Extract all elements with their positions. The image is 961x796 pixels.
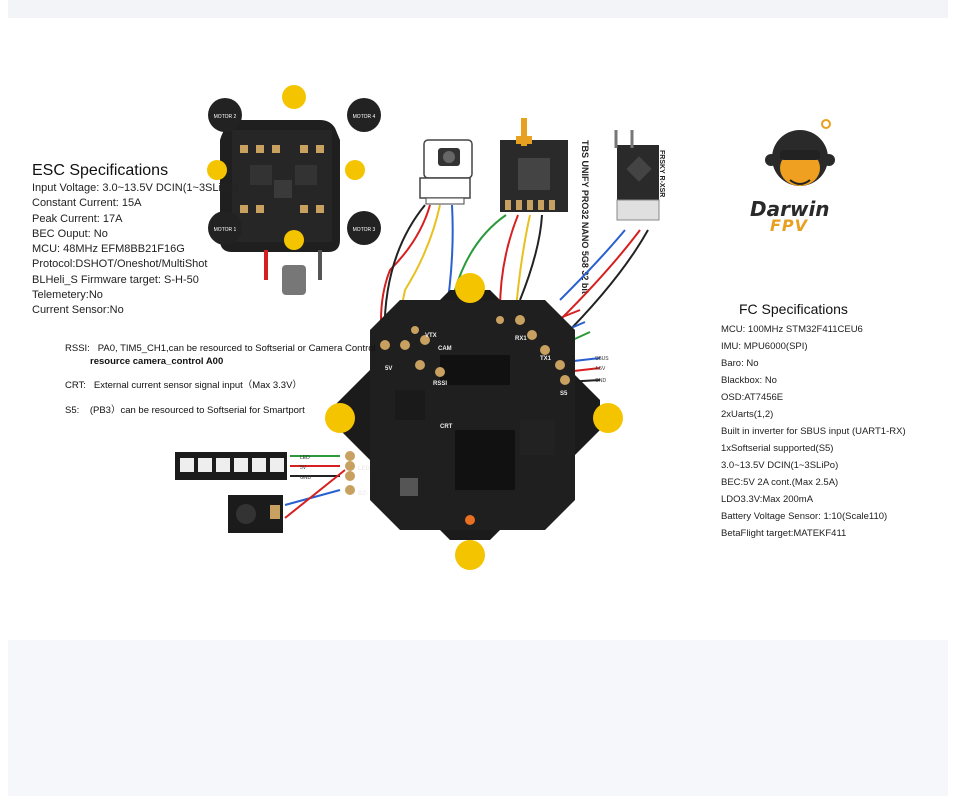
fc-spec-item: 1xSoftserial supported(S5) bbox=[721, 443, 834, 454]
rssi-note-text: PA0, TIM5_CH1,can be resourced to Softse… bbox=[97, 343, 376, 354]
esc-spec-list: Input Voltage: 3.0~13.5V DCIN(1~3SLiPo) … bbox=[32, 181, 238, 319]
esc-spec-item: Peak Current: 17A bbox=[32, 212, 123, 225]
fc-spec-item: MCU: 100MHz STM32F411CEU6 bbox=[721, 324, 863, 335]
rx-label: FRSKY R-XSR bbox=[658, 150, 665, 197]
pad-s5: S5 bbox=[560, 391, 568, 397]
rssi-note: RSSI: PA0, TIM5_CH1,can be resourced to … bbox=[65, 343, 376, 368]
motor4-label: MOTOR 4 bbox=[353, 114, 376, 120]
darwin-logo-mark bbox=[765, 119, 835, 186]
crt-note-label: CRT: bbox=[65, 380, 86, 391]
pad-crt: CRT bbox=[440, 424, 453, 430]
camera bbox=[419, 139, 473, 205]
fc-spec-item: 3.0~13.5V DCIN(1~3SLiPo) bbox=[721, 460, 839, 471]
top-bar bbox=[8, 0, 948, 18]
fc-spec-item: BEC:5V 2A cont.(Max 2.5A) bbox=[721, 477, 839, 488]
s5-note: S5: (PB3）can be resourced to Softserial … bbox=[65, 405, 305, 418]
buzzer bbox=[228, 495, 283, 533]
fc-spec-item: Baro: No bbox=[721, 358, 759, 369]
pad-rx1: RX1 bbox=[515, 336, 527, 342]
pad-5v: 5V bbox=[385, 366, 392, 372]
s5-note-label: S5: bbox=[65, 405, 80, 416]
fc-spec-item: IMU: MPU6000(SPI) bbox=[721, 341, 808, 352]
pad-vtx: VTX bbox=[425, 333, 437, 339]
gnd-wire-label: GND bbox=[595, 378, 607, 384]
rssi-note-bold: resource camera_control A00 bbox=[90, 355, 224, 367]
fc-spec-list: MCU: 100MHz STM32F411CEU6 IMU: MPU6000(S… bbox=[721, 321, 906, 542]
pad-led: LED bbox=[358, 466, 371, 472]
esc-spec-item: BEC Ouput: No bbox=[32, 227, 108, 240]
s5-note-text: (PB3）can be resourced to Softserial for … bbox=[89, 405, 305, 416]
crt-note-text: External current sensor signal input（Max… bbox=[93, 380, 302, 391]
fc-spec-item: Built in inverter for SBUS input (UART1-… bbox=[721, 426, 906, 437]
fc-board bbox=[325, 273, 623, 570]
pad-tx1: TX1 bbox=[540, 356, 552, 362]
pad-bz: BZ- bbox=[358, 491, 368, 497]
esc-spec-item: MCU: 48MHz EFM8BB21F16G bbox=[32, 243, 185, 256]
rx-module bbox=[614, 130, 660, 221]
esc-spec-item: Current Sensor:No bbox=[32, 304, 124, 317]
motor3-label: MOTOR 3 bbox=[353, 227, 376, 233]
motor2-label: MOTOR 2 bbox=[214, 114, 237, 120]
fc-spec-item: Blackbox: No bbox=[721, 375, 777, 386]
fc-spec-item: 2xUarts(1,2) bbox=[721, 409, 774, 420]
fc-spec-item: Battery Voltage Sensor: 1:10(Scale110) bbox=[721, 511, 888, 522]
vtx-label: TBS UNIFY PRO32 NANO 5G8 32 bit bbox=[580, 140, 590, 294]
esc-spec-item: BLHeli_S Firmware target: S-H-50 bbox=[32, 273, 199, 286]
fc-spec-item: BetaFlight target:MATEKF411 bbox=[721, 528, 847, 539]
rssi-note-label: RSSI: bbox=[65, 343, 90, 354]
led-gnd-label: GND bbox=[300, 475, 312, 481]
vtx-module bbox=[500, 118, 568, 212]
fc-spec-item: LDO3.3V:Max 200mA bbox=[721, 494, 814, 505]
esc-spec-item: Protocol:DSHOT/Oneshot/MultiShot bbox=[32, 258, 208, 271]
pad-rssi: RSSI bbox=[433, 381, 447, 387]
fc-spec-item: OSD:AT7456E bbox=[721, 392, 784, 403]
motor1-label: MOTOR 1 bbox=[214, 227, 237, 233]
esc-board bbox=[207, 85, 381, 295]
esc-spec-item: Telemetery:No bbox=[32, 289, 103, 302]
led-strip bbox=[175, 452, 287, 480]
esc-spec-item: Constant Current: 15A bbox=[32, 197, 142, 210]
esc-spec-item: Input Voltage: 3.0~13.5V DCIN(1~3SLiPo) bbox=[32, 182, 239, 194]
bottom-panel bbox=[8, 640, 948, 796]
led-wire-label: LED bbox=[300, 455, 310, 461]
fc-spec-title: FC Specifications bbox=[739, 301, 848, 317]
sbus-wire-label: SBUS bbox=[595, 356, 609, 362]
crt-note: CRT: External current sensor signal inpu… bbox=[65, 380, 302, 393]
pad-cam: CAM bbox=[438, 346, 452, 352]
logo-sub: FPV bbox=[770, 216, 809, 235]
esc-spec-title: ESC Specifications bbox=[32, 162, 169, 179]
v45-wire-label: 4.5V bbox=[595, 366, 606, 372]
led-5v-label: 5V bbox=[300, 465, 307, 471]
logo-name: Darwin bbox=[750, 197, 830, 221]
